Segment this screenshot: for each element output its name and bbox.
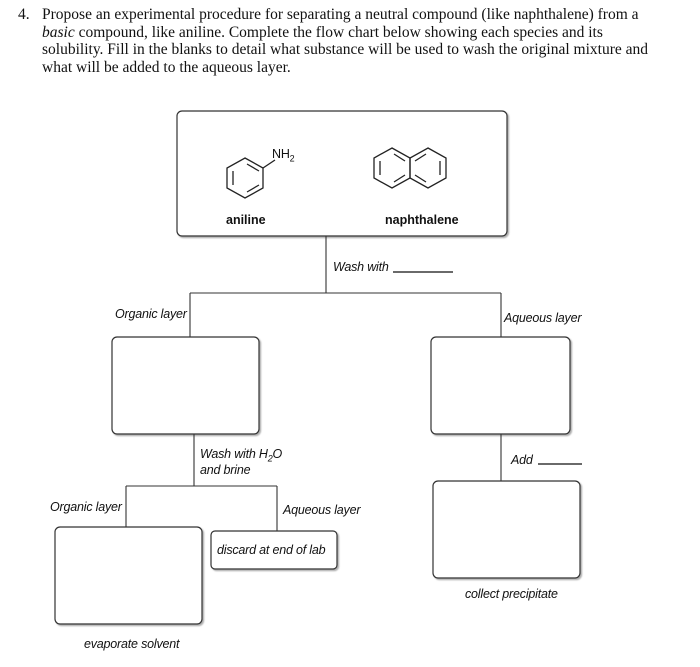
wash-h2o-post: O xyxy=(272,447,283,461)
nh2-main: NH xyxy=(272,147,290,161)
question-pre: Propose an experimental procedure for se… xyxy=(42,6,639,23)
organic-layer-label-1: Organic layer xyxy=(115,307,187,321)
collect-precipitate-label: collect precipitate xyxy=(465,587,558,601)
organic-layer-label-2: Organic layer xyxy=(50,500,122,514)
wash-h2o-label: Wash with H2O xyxy=(200,447,282,464)
and-brine-label: and brine xyxy=(200,463,251,477)
question-emphasis: basic xyxy=(42,23,75,41)
wash-h2o-pre: Wash with H xyxy=(200,447,268,461)
discard-box xyxy=(210,530,338,570)
nh2-sub: 2 xyxy=(289,153,295,164)
split-1-lines xyxy=(189,236,502,337)
add-label: Add xyxy=(511,453,533,467)
question-text: 4. Propose an experimental procedure for… xyxy=(18,6,658,76)
discard-label: discard at end of lab xyxy=(217,543,326,557)
naphthalene-label: naphthalene xyxy=(385,213,459,227)
aqueous-layer-label-2: Aqueous layer xyxy=(283,503,361,517)
aniline-label: aniline xyxy=(226,213,266,227)
split-2-lines xyxy=(125,434,278,531)
wash-h2o-sub: 2 xyxy=(267,453,273,464)
question-number: 4. xyxy=(18,6,30,23)
evaporate-solvent-label: evaporate solvent xyxy=(84,637,180,651)
naphthalene-structure xyxy=(373,147,447,189)
organic-layer-box-1 xyxy=(111,336,260,435)
mixture-box xyxy=(176,110,508,237)
aniline-structure xyxy=(226,157,276,199)
nh2-label: NH2 xyxy=(272,147,295,164)
question-post: compound, like aniline. Complete the flo… xyxy=(42,23,648,76)
wash-with-label: Wash with xyxy=(333,260,389,274)
aqueous-layer-label-1: Aqueous layer xyxy=(504,311,582,325)
organic-layer-box-2 xyxy=(54,526,203,625)
aqueous-layer-box-1 xyxy=(430,336,571,435)
precipitate-box xyxy=(432,480,581,579)
question-body: Propose an experimental procedure for se… xyxy=(42,6,658,76)
